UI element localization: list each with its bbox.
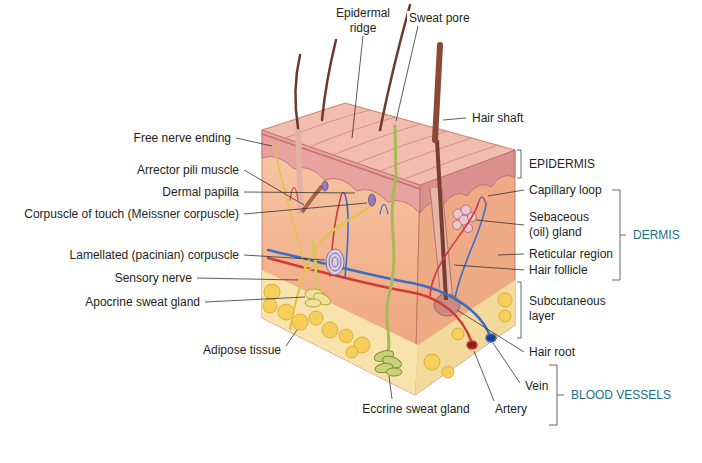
adipose-cells bbox=[452, 328, 464, 340]
sensory-nerve bbox=[305, 265, 327, 270]
leader-lines bbox=[205, 297, 305, 302]
leader-lines bbox=[454, 265, 524, 270]
blood-vessels bbox=[467, 341, 477, 349]
blood-vessels bbox=[478, 197, 486, 204]
layer-bracket bbox=[517, 282, 521, 338]
pacinian-corpuscle bbox=[332, 257, 338, 267]
part-label: Hair follicle bbox=[527, 263, 590, 278]
part-label: Capillary loop bbox=[527, 183, 604, 198]
part-label: Adipose tissue bbox=[201, 343, 283, 358]
part-label: Dermal papilla bbox=[160, 185, 241, 200]
leader-lines bbox=[286, 330, 297, 346]
touch-corpuscle bbox=[369, 194, 376, 206]
sebaceous-gland bbox=[453, 221, 462, 230]
leader-lines bbox=[476, 220, 524, 225]
part-label: Free nerve ending bbox=[132, 131, 233, 146]
skin-surface bbox=[380, 138, 472, 171]
leader-lines bbox=[488, 190, 524, 196]
touch-corpuscle bbox=[322, 181, 328, 191]
leader-lines bbox=[244, 170, 304, 205]
sweat-gland bbox=[386, 368, 402, 376]
part-label: Vein bbox=[523, 379, 550, 394]
pacinian-corpuscle bbox=[329, 253, 341, 271]
hair bbox=[322, 40, 336, 120]
skin-block bbox=[415, 150, 515, 395]
adipose-cells bbox=[264, 284, 280, 300]
leader-lines bbox=[352, 36, 363, 138]
layer-label: DERMIS bbox=[631, 228, 682, 243]
leader-lines bbox=[244, 203, 367, 214]
adipose-cells bbox=[339, 329, 353, 343]
layer-label: BLOOD VESSELS bbox=[569, 388, 673, 403]
part-label: Hair root bbox=[527, 345, 577, 360]
part-label: Corpuscle of touch (Meissner corpuscle) bbox=[22, 207, 241, 222]
leader-lines bbox=[493, 343, 520, 383]
adipose-cells bbox=[322, 322, 338, 338]
part-label: Hair shaft bbox=[470, 111, 525, 126]
blood-vessels bbox=[455, 204, 486, 298]
sweat-gland bbox=[387, 125, 396, 352]
leader-lines bbox=[396, 26, 418, 121]
part-label: Subcutaneous layer bbox=[527, 294, 621, 324]
adipose-cells bbox=[263, 299, 277, 313]
adipose-cells bbox=[424, 354, 440, 370]
blood-vessels bbox=[486, 334, 496, 342]
sweat-gland bbox=[305, 125, 403, 376]
blood-vessels bbox=[345, 198, 348, 278]
part-label: Sebaceous (oil) gland bbox=[527, 210, 611, 240]
layer-bracket bbox=[517, 150, 521, 178]
hair bbox=[435, 45, 440, 140]
adipose-cells bbox=[442, 366, 454, 378]
leader-lines bbox=[389, 376, 392, 399]
leader-lines bbox=[236, 138, 272, 146]
leader-lines bbox=[197, 26, 524, 401]
adipose-cells bbox=[499, 310, 511, 322]
blood-vessels bbox=[268, 258, 472, 343]
part-label: Reticular region bbox=[527, 247, 615, 262]
blood-vessels bbox=[340, 192, 346, 200]
touch-corpuscle bbox=[322, 181, 376, 206]
pacinian-corpuscle bbox=[326, 249, 344, 275]
part-label: Artery bbox=[493, 402, 529, 417]
sensory-nerve bbox=[270, 141, 372, 330]
part-label: Sensory nerve bbox=[113, 271, 194, 286]
part-label: Apocrine sweat gland bbox=[83, 295, 202, 310]
skin-surface bbox=[333, 124, 421, 155]
blood-vessels bbox=[380, 205, 388, 215]
leader-lines bbox=[197, 278, 298, 280]
part-label: Epidermal ridge bbox=[326, 6, 400, 36]
leader-lines bbox=[244, 192, 355, 193]
pacinian-corpuscle bbox=[326, 249, 344, 275]
adipose-cells bbox=[309, 311, 323, 325]
blood-vessels bbox=[268, 188, 496, 350]
leader-lines bbox=[443, 118, 466, 120]
layer-bracket bbox=[549, 365, 564, 425]
layer-label: EPIDERMIS bbox=[527, 157, 597, 172]
part-label: Lamellated (pacinian) corpuscle bbox=[68, 248, 241, 263]
blood-vessels bbox=[290, 188, 298, 201]
leader-lines bbox=[244, 255, 325, 260]
part-label: Sweat pore bbox=[407, 11, 472, 26]
layer-bracket bbox=[612, 190, 626, 280]
sweat-gland bbox=[305, 299, 321, 307]
hair bbox=[295, 55, 300, 128]
leader-lines bbox=[498, 254, 524, 255]
hair-follicle bbox=[298, 128, 460, 316]
part-label: Eccrine sweat gland bbox=[360, 402, 471, 417]
leader-lines bbox=[474, 351, 494, 401]
layer-bracket bbox=[517, 150, 626, 425]
adipose-cells bbox=[498, 293, 512, 307]
hair-follicle bbox=[298, 128, 301, 214]
leader-lines bbox=[457, 310, 524, 352]
part-label: Arrector pili muscle bbox=[135, 163, 241, 178]
sensory-nerve bbox=[290, 206, 372, 330]
hair-follicle bbox=[437, 140, 446, 300]
skin-surface bbox=[286, 110, 498, 179]
adipose-cells bbox=[346, 346, 358, 358]
adipose-cells bbox=[292, 314, 308, 330]
skin-surface bbox=[404, 145, 498, 179]
